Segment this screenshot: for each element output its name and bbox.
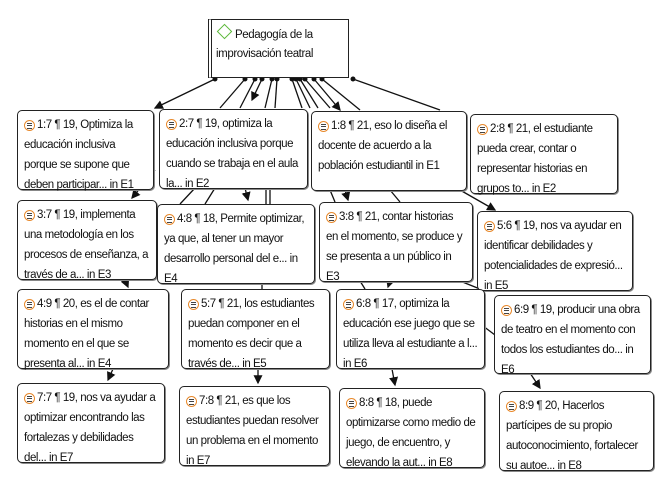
quotation-node[interactable]: 8:9 ¶ 20, Hacerlos partícipes de su prop…: [499, 391, 654, 472]
quotation-icon: [164, 214, 175, 225]
code-diamond-icon: [216, 23, 233, 40]
quotation-icon: [24, 299, 35, 310]
quotation-node[interactable]: 5:7 ¶ 21, los estudiantes puedan compone…: [181, 289, 330, 370]
quotation-node[interactable]: 2:8 ¶ 21, el estudiante pueda crear, con…: [470, 114, 618, 195]
quotation-text: 3:7 ¶ 19, implementa una metodología en …: [24, 209, 149, 281]
quotation-text: 8:8 ¶ 18, puede optimizarse como medio d…: [346, 397, 476, 469]
quotation-text: 7:8 ¶ 21, es que los estudiantes puedan …: [186, 395, 319, 467]
quotation-node[interactable]: 2:7 ¶ 19, optimiza la educación inclusiv…: [159, 109, 308, 190]
quotation-text: 3:8 ¶ 21, contar historias en el momento…: [326, 211, 463, 283]
quotation-text: 5:7 ¶ 21, los estudiantes puedan compone…: [188, 298, 315, 370]
quotation-text: 6:8 ¶ 17, optimiza la educación ese jueg…: [343, 298, 478, 370]
quotation-node[interactable]: 5:6 ¶ 19, nos va ayudar en identificar d…: [477, 211, 633, 292]
quotation-node[interactable]: 1:7 ¶ 19, Optimiza la educación inclusiv…: [17, 110, 154, 191]
quotation-icon: [346, 398, 357, 409]
quotation-node[interactable]: 1:8 ¶ 21, eso lo diseña el docente de ac…: [311, 111, 467, 191]
quotation-node[interactable]: 4:9 ¶ 20, es el de contar historias en e…: [17, 289, 169, 370]
quotation-text: 2:7 ¶ 19, optimiza la educación inclusiv…: [166, 118, 298, 190]
quotation-icon: [343, 299, 354, 310]
quotation-text: 8:9 ¶ 20, Hacerlos partícipes de su prop…: [506, 400, 638, 472]
quotation-text: 4:8 ¶ 18, Permite optimizar, ya que, al …: [164, 213, 305, 285]
quotation-icon: [501, 305, 512, 316]
quotation-text: 7:7 ¶ 19, nos va ayudar a optimizar enco…: [24, 392, 156, 464]
quotation-icon: [166, 119, 177, 130]
quotation-text: 1:8 ¶ 21, eso lo diseña el docente de ac…: [318, 120, 447, 172]
quotation-icon: [318, 121, 329, 132]
quotation-icon: [188, 299, 199, 310]
quotation-node[interactable]: 7:8 ¶ 21, es que los estudiantes puedan …: [179, 386, 330, 467]
quotation-node[interactable]: 8:8 ¶ 18, puede optimizarse como medio d…: [339, 388, 485, 469]
quotation-icon: [477, 124, 488, 135]
quotation-icon: [186, 396, 197, 407]
quotation-text: 1:7 ¶ 19, Optimiza la educación inclusiv…: [24, 119, 134, 191]
quotation-icon: [24, 210, 35, 221]
code-node[interactable]: Pedagogía de la improvisación teatral: [208, 19, 349, 78]
quotation-node[interactable]: 3:8 ¶ 21, contar historias en el momento…: [319, 202, 473, 283]
code-label: Pedagogía de la improvisación teatral: [216, 29, 314, 60]
quotation-node[interactable]: 7:7 ¶ 19, nos va ayudar a optimizar enco…: [17, 383, 165, 464]
quotation-text: 6:9 ¶ 19, producir una obra de teatro en…: [501, 304, 640, 376]
quotation-icon: [326, 212, 337, 223]
quotation-icon: [24, 120, 35, 131]
quotation-text: 5:6 ¶ 19, nos va ayudar en identificar d…: [484, 220, 623, 292]
quotation-node[interactable]: 4:8 ¶ 18, Permite optimizar, ya que, al …: [157, 204, 315, 285]
quotation-text: 2:8 ¶ 21, el estudiante pueda crear, con…: [477, 123, 593, 195]
quotation-icon: [484, 221, 495, 232]
quotation-node[interactable]: 6:9 ¶ 19, producir una obra de teatro en…: [494, 295, 651, 376]
quotation-icon: [506, 401, 517, 412]
quotation-node[interactable]: 3:7 ¶ 19, implementa una metodología en …: [17, 200, 157, 281]
quotation-text: 4:9 ¶ 20, es el de contar historias en e…: [24, 298, 149, 370]
quotation-icon: [24, 393, 35, 404]
quotation-node[interactable]: 6:8 ¶ 17, optimiza la educación ese jueg…: [336, 289, 485, 370]
